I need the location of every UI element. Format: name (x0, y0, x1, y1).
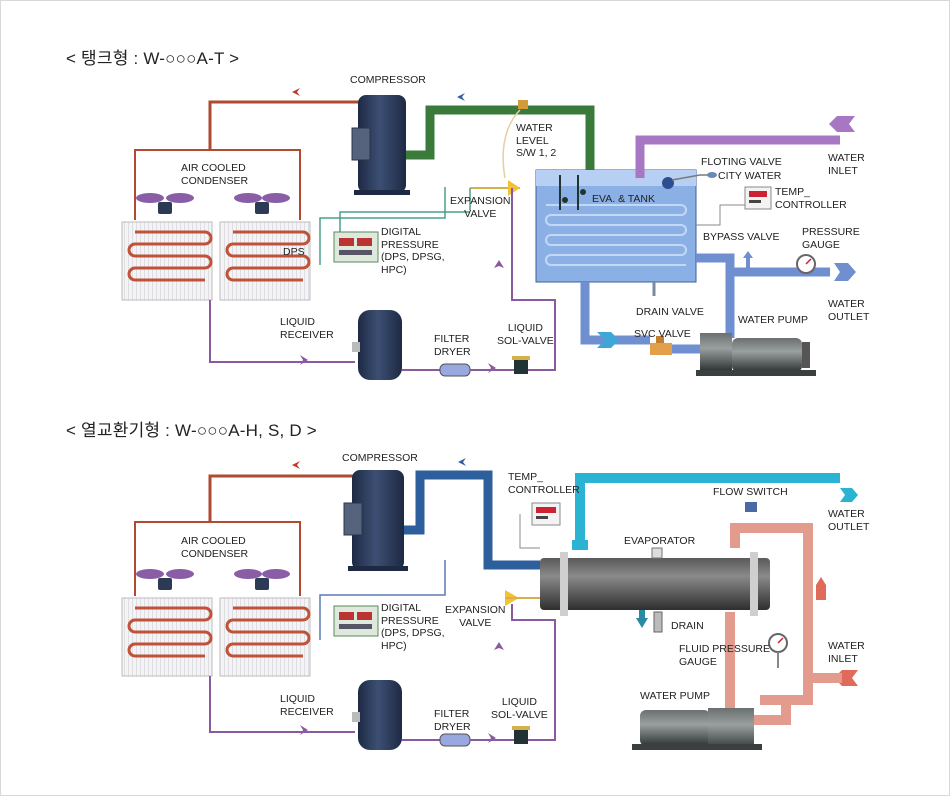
digital-pressure-panel (333, 231, 379, 263)
water-pump (696, 333, 816, 376)
label-city-water: CITY WATER (718, 170, 782, 182)
label-drain: DRAIN (671, 620, 704, 632)
temp-controller-panel (744, 186, 772, 210)
suction-arrow (457, 93, 465, 101)
suction-line (404, 470, 540, 570)
evaporator (540, 547, 770, 616)
liquid-line (209, 300, 355, 363)
label-temp-controller: TEMP_CONTROLLER (508, 471, 580, 496)
compressor (351, 95, 410, 195)
label-compressor: COMPRESSOR (342, 452, 418, 464)
liquid-line (209, 676, 355, 733)
suction-line (406, 105, 595, 175)
filter-dryer (439, 363, 471, 377)
label-flow-switch: FLOW SWITCH (713, 486, 788, 498)
bypass-arrow (743, 251, 753, 268)
label-compressor: COMPRESSOR (350, 74, 426, 86)
label-drain-valve: DRAIN VALVE (636, 306, 704, 318)
tank-type-diagram (121, 88, 856, 380)
label-eva-tank: EVA. & TANK (592, 193, 656, 205)
fluid-pressure-gauge-icon (768, 633, 788, 668)
liquid-line-to-expansion (511, 188, 556, 371)
air-cooled-condenser-right (219, 193, 311, 301)
return-water-line (730, 523, 813, 705)
label-dps: DPS (283, 246, 305, 258)
city-water-valve (707, 172, 717, 178)
flow-switch-icon (745, 502, 757, 512)
city-water-line (635, 135, 840, 178)
fan-icon (234, 193, 290, 214)
liquid-sol-valve (512, 356, 530, 374)
floting-valve-wire (671, 174, 710, 181)
water-pump (632, 708, 762, 750)
label-evaporator: EVAPORATOR (624, 535, 696, 547)
discharge-line-branch (134, 149, 301, 220)
eva-tank (535, 169, 697, 283)
water-outlet-arrow (834, 263, 856, 281)
digital-pressure-panel (333, 605, 379, 637)
tank-type-title: < 탱크형 : W-○○○A-T > (66, 49, 240, 68)
liquid-sol-valve (512, 726, 530, 744)
svc-valve (650, 336, 672, 355)
water-level-wire (502, 109, 521, 179)
water-level-switch-fitting (518, 100, 528, 109)
compressor (343, 470, 408, 571)
label-floting-valve: FLOTING VALVE (701, 156, 782, 168)
temp-controller-panel (531, 502, 561, 526)
water-inlet-arrow (829, 116, 855, 132)
label-bypass-valve: BYPASS VALVE (703, 231, 780, 243)
drain-valve (636, 610, 663, 633)
expansion-valve (505, 590, 540, 606)
air-cooled-condenser-left (121, 193, 213, 301)
pressure-gauge-icon (796, 254, 816, 274)
sensor-line (319, 187, 446, 265)
fan-icon (234, 569, 290, 590)
fan-icon (136, 569, 194, 590)
water-outlet-line (696, 253, 830, 338)
label-water-pump: WATER PUMP (640, 690, 710, 702)
liquid-receiver (352, 310, 402, 380)
filter-dryer (439, 733, 471, 747)
discharge-arrow (292, 88, 300, 96)
water-outlet-arrow (840, 488, 858, 502)
label-water-pump: WATER PUMP (738, 314, 808, 326)
heat-exchanger-type-title: < 열교환기형 : W-○○○A-H, S, D > (66, 421, 317, 440)
air-cooled-condenser-right (219, 569, 311, 677)
fan-icon (136, 193, 194, 214)
air-cooled-condenser-left (121, 569, 213, 677)
tank-drain-line (580, 282, 650, 345)
chilled-water-line (575, 473, 840, 548)
label-svc-valve: SVC VALVE (634, 328, 691, 340)
label-temp-controller: TEMP_CONTROLLER (775, 186, 847, 211)
heat-exchanger-type-diagram (121, 458, 858, 750)
liquid-receiver (352, 680, 402, 750)
